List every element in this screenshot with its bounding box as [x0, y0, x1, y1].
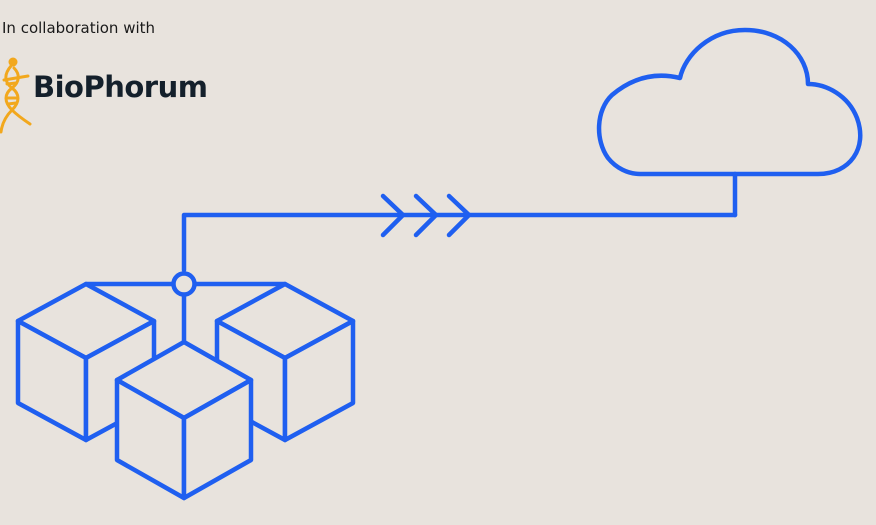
collaboration-text: In collaboration with [2, 19, 156, 37]
flow-chevron-icon [380, 193, 406, 238]
flow-chevron-icon [413, 193, 439, 238]
cube-center-icon [114, 339, 254, 501]
network-node-icon [171, 271, 197, 297]
biophorum-logo: BioPhorum [0, 52, 220, 134]
data-flow-line [181, 212, 738, 273]
cloud-icon [596, 27, 863, 177]
cube-left-icon [15, 281, 157, 443]
biophorum-dna-figure-icon [0, 57, 32, 134]
logo-wordmark: BioPhorum [33, 70, 208, 104]
flow-chevron-icon [446, 193, 472, 238]
